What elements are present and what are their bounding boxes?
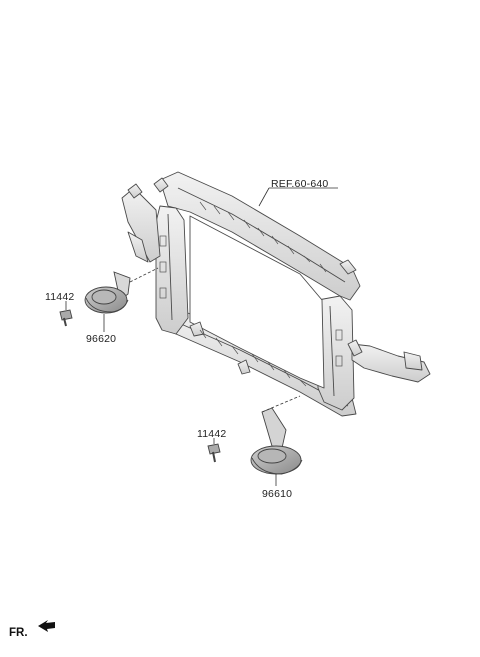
part-number-horn-upper: 96620 <box>86 333 117 345</box>
front-arrow-icon <box>38 620 55 632</box>
bolt-11442-lower <box>207 443 221 463</box>
radiator-support-frame <box>121 171 431 417</box>
front-direction-label: FR. <box>9 627 28 639</box>
part-number-bolt-upper: 11442 <box>45 291 75 303</box>
frame-details <box>159 201 343 387</box>
horn-96620 <box>84 271 131 314</box>
part-number-bolt-lower: 11442 <box>197 428 227 440</box>
ref-label: REF.60-640 <box>271 178 329 190</box>
leaders-lower <box>213 395 301 486</box>
ref-leader <box>258 187 338 207</box>
leaders-upper <box>65 267 159 332</box>
bolt-11442-upper <box>59 309 73 327</box>
part-number-horn-lower: 96610 <box>262 488 293 500</box>
horn-96610 <box>250 407 303 475</box>
